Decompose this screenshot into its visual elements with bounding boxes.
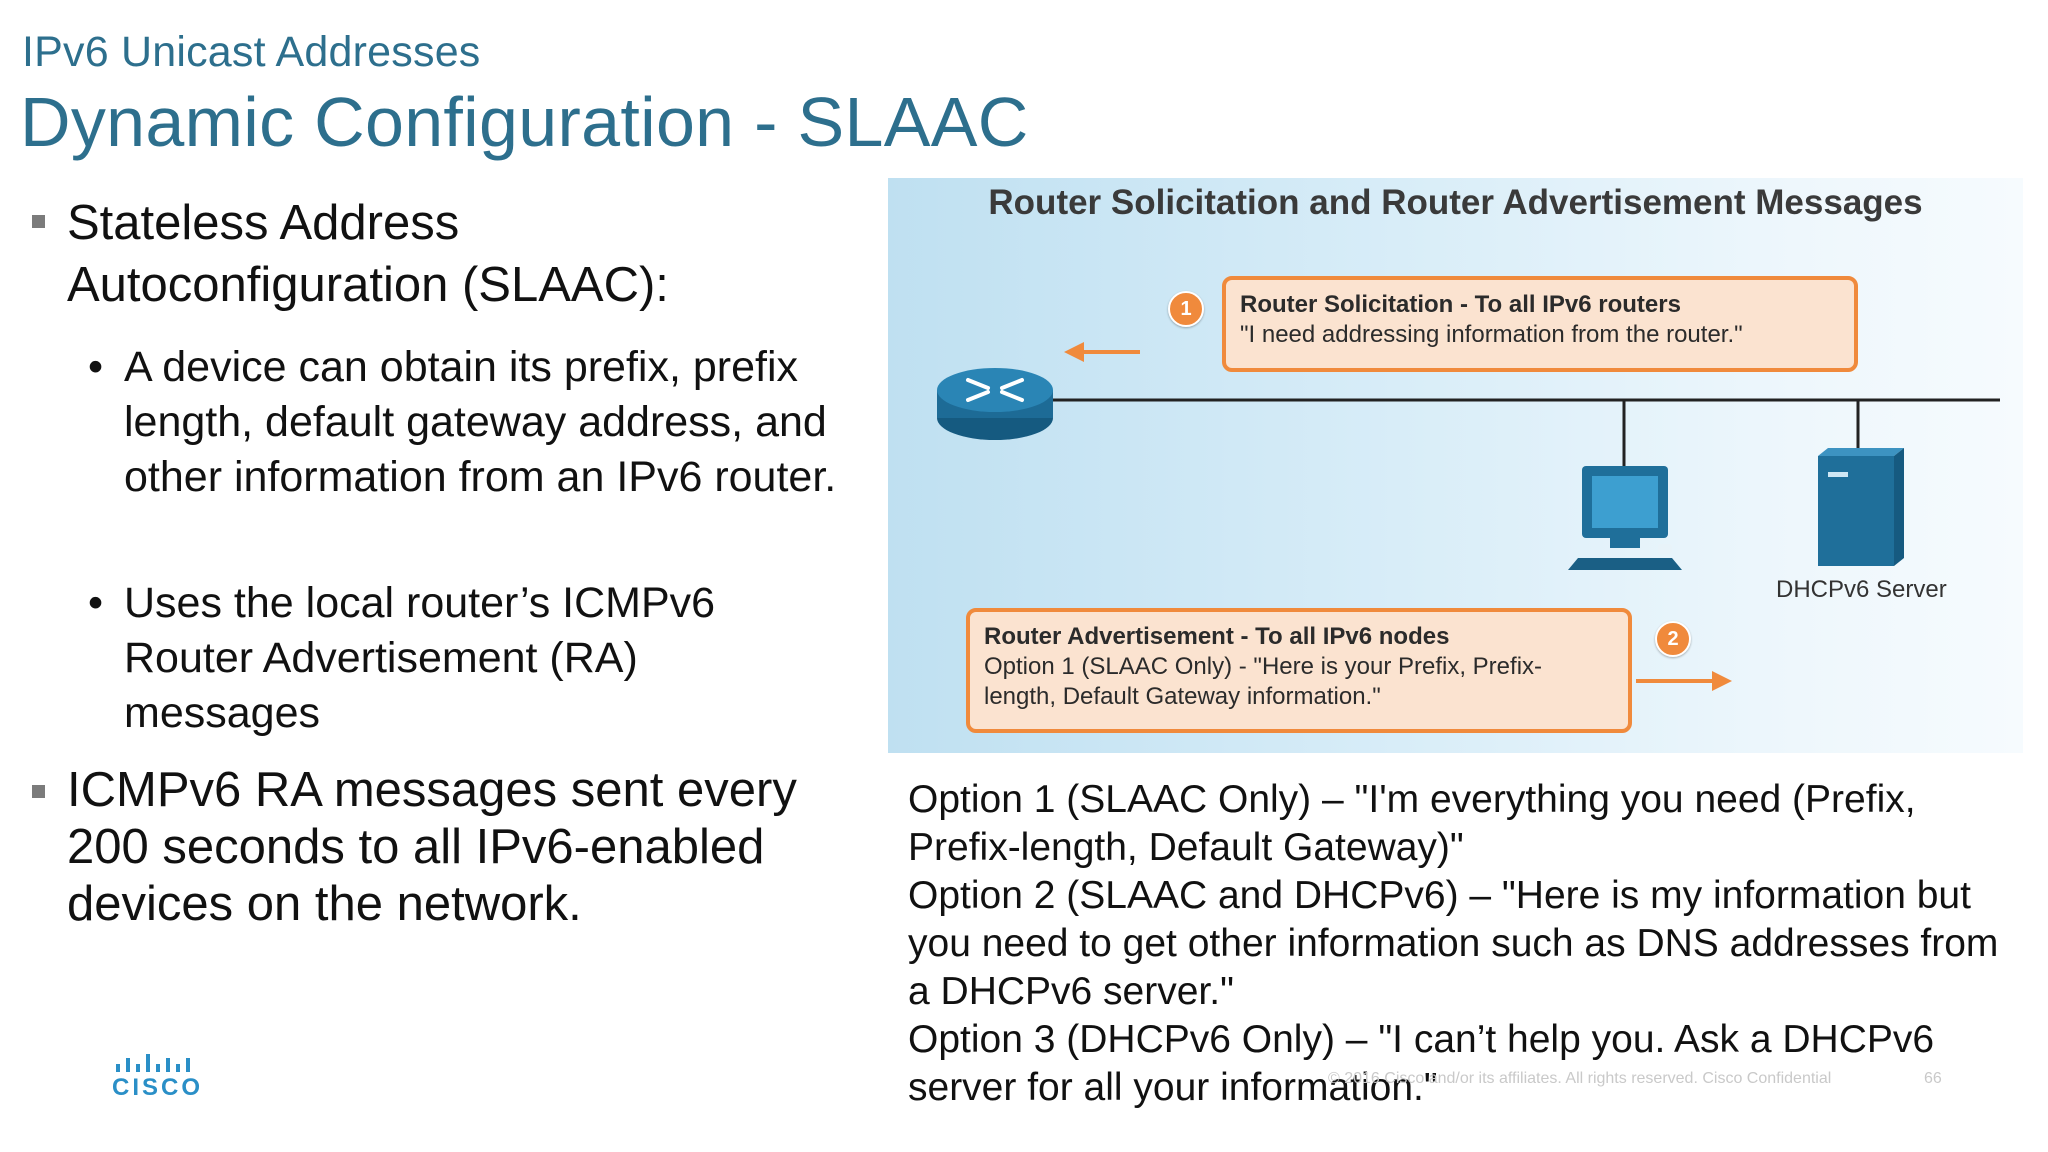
- square-bullet-icon: [32, 215, 45, 228]
- dot-bullet-icon: •: [88, 579, 104, 627]
- slide-title: Dynamic Configuration - SLAAC: [20, 83, 1029, 161]
- rs-step-badge: 1: [1168, 291, 1204, 327]
- ra-step-badge: 2: [1655, 621, 1691, 657]
- ra-heading: Router Advertisement - To all IPv6 nodes: [984, 623, 1450, 650]
- ra-callout: Router Advertisement - To all IPv6 nodes…: [966, 608, 1632, 733]
- option-3-text: Option 3 (DHCPv6 Only) – "I can’t help y…: [908, 1018, 1935, 1109]
- page-number: 66: [1924, 1070, 1942, 1087]
- sub-bullet-text: A device can obtain its prefix, prefix l…: [124, 343, 837, 501]
- cisco-bridge-icon: [116, 1054, 190, 1072]
- copyright-footer: © 2016 Cisco and/or its affiliates. All …: [1328, 1070, 1832, 1087]
- network-topology: [937, 342, 2000, 691]
- pc-icon: [1568, 466, 1682, 570]
- diagram-title: Router Solicitation and Router Advertise…: [988, 183, 1923, 222]
- bullet-text: ICMPv6 RA messages sent every 200 second…: [67, 763, 797, 931]
- ra-text: Option 1 (SLAAC Only) - "Here is your Pr…: [984, 653, 1543, 710]
- dhcp-server-label: DHCPv6 Server: [1776, 576, 1947, 603]
- rs-callout: Router Solicitation - To all IPv6 router…: [1222, 276, 1858, 372]
- cisco-logo: CISCO: [112, 1052, 203, 1102]
- slide-kicker: IPv6 Unicast Addresses: [22, 28, 481, 76]
- sub-bullet-text: Uses the local router’s ICMPv6 Router Ad…: [124, 579, 716, 737]
- router-icon: [937, 368, 1053, 440]
- server-icon: [1818, 448, 1904, 566]
- bullet-text: Stateless Address Autoconfiguration (SLA…: [67, 196, 669, 312]
- rs-text: "I need addressing information from the …: [1240, 321, 1743, 348]
- option-2-text: Option 2 (SLAAC and DHCPv6) – "Here is m…: [908, 874, 1999, 1013]
- rs-heading: Router Solicitation - To all IPv6 router…: [1240, 291, 1681, 318]
- slaac-options: Option 1 (SLAAC Only) – "I'm everything …: [908, 776, 2028, 1112]
- rs-ra-diagram: Router Solicitation and Router Advertise…: [888, 178, 2023, 753]
- option-1-text: Option 1 (SLAAC Only) – "I'm everything …: [908, 778, 1916, 869]
- dot-bullet-icon: •: [88, 343, 104, 391]
- cisco-wordmark: CISCO: [112, 1074, 204, 1101]
- square-bullet-icon: [32, 785, 45, 798]
